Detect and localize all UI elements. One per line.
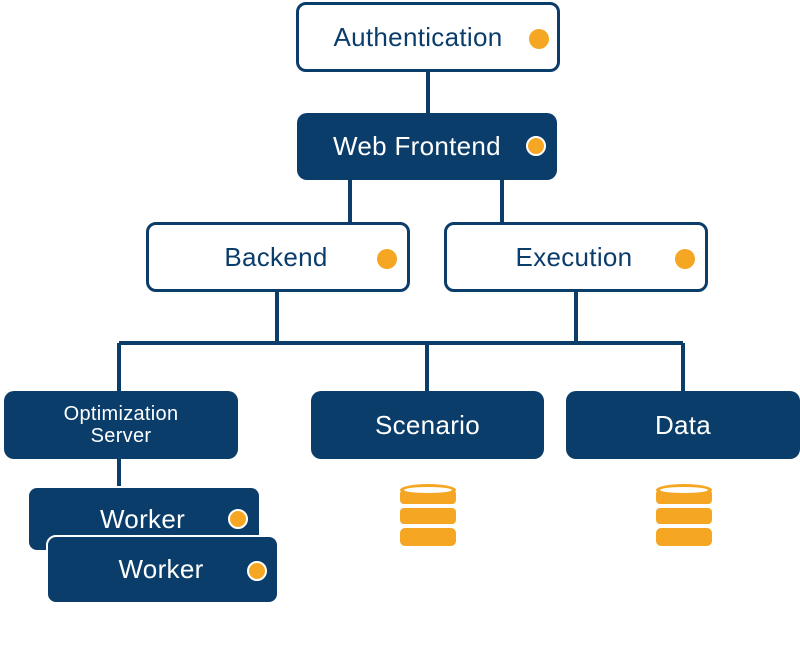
authentication-label: Authentication [333,21,503,52]
backend-label: Backend [224,241,328,272]
status-dot-icon [377,249,397,269]
execution-label: Execution [515,241,633,272]
execution-node: Execution [444,222,708,292]
scenario-label: Scenario [374,409,481,440]
optimization-server-node: Optimization Server [4,391,238,459]
status-dot-icon [529,29,549,49]
worker-back-label: Worker [99,503,186,534]
scenario-node: Scenario [311,391,544,459]
authentication-node: Authentication [296,2,560,72]
status-dot-icon [247,561,267,581]
worker-node-front: Worker [46,535,279,604]
status-dot-icon [228,509,248,529]
worker-front-label: Worker [118,554,204,585]
data-label: Data [654,409,712,440]
database-icon [400,484,456,546]
optimization-server-label: Optimization Server [63,403,179,447]
backend-node: Backend [146,222,410,292]
data-node: Data [566,391,800,459]
web-frontend-label: Web Frontend [333,131,501,162]
web-frontend-node: Web Frontend [297,113,557,180]
database-icon [656,484,712,546]
status-dot-icon [675,249,695,269]
status-dot-icon [526,136,546,156]
